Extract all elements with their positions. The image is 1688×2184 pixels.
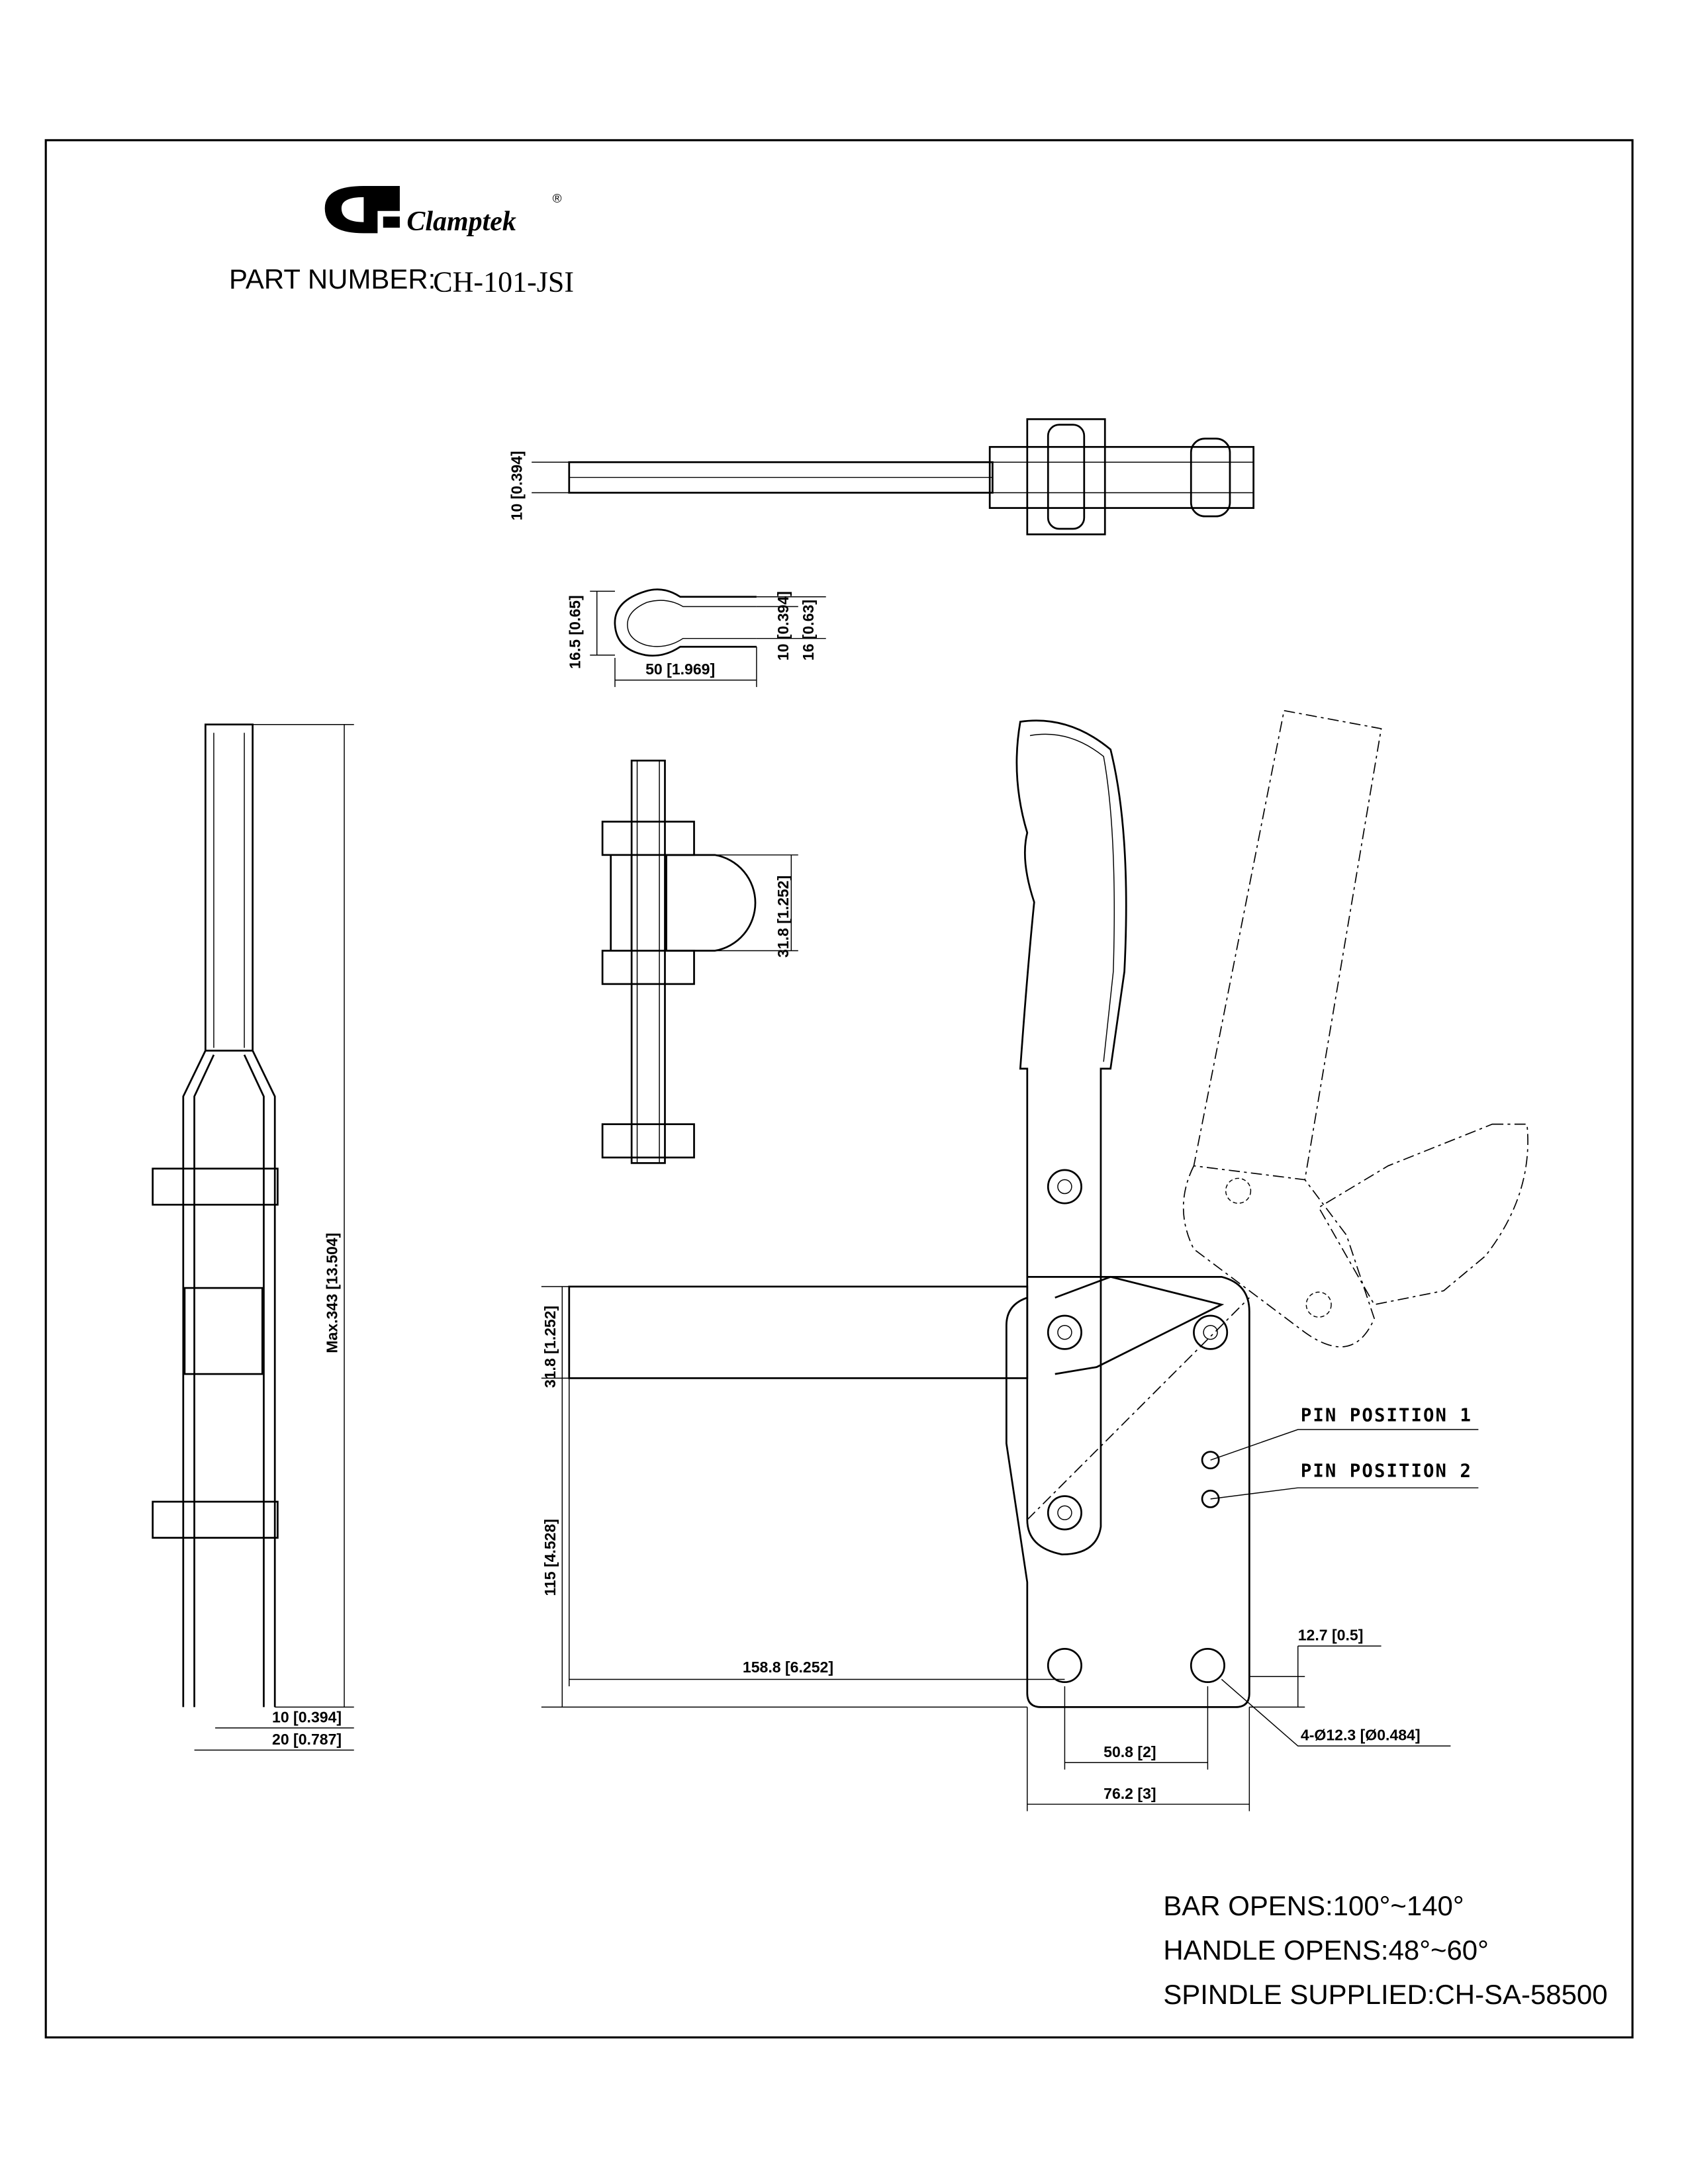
side-max-length-dim: Max.343 [13.504] <box>324 1233 341 1353</box>
note-handle-opens: HANDLE OPENS:48°~60° <box>1163 1934 1489 1966</box>
side-view: Max.343 [13.504] 10 [0.394] 20 [0.787] <box>152 723 354 1751</box>
sheet-border <box>44 139 1634 2039</box>
main-12-dim: 12.7 [0.5] <box>1298 1627 1364 1644</box>
note-bar-opens: BAR OPENS:100°~140° <box>1163 1890 1464 1921</box>
washer-slot-dim: 10 [0.394] <box>774 591 792 660</box>
washer-width-dim: 16 [0.63] <box>800 600 817 660</box>
main-115-dim: 115 [4.528] <box>541 1519 559 1596</box>
note-spindle-supplied: SPINDLE SUPPLIED:CH-SA-58500 <box>1163 1979 1607 2010</box>
brand-name: Clamptek <box>406 206 516 237</box>
side-20-dim: 20 [0.787] <box>272 1731 342 1748</box>
clamptek-logo: Clamptek ® <box>324 186 562 237</box>
part-number-value: CH-101-JSI <box>433 265 574 298</box>
top-view: 10 [0.394] <box>508 418 1254 535</box>
washer-detail: 16.5 [0.65] 10 [0.394] 16 [0.63] 50 [1.9… <box>567 588 826 688</box>
main-bar-height-dim: 31.8 [1.252] <box>541 1306 559 1388</box>
main-76-dim: 76.2 [3] <box>1103 1785 1156 1802</box>
top-view-thickness-dim: 10 [0.394] <box>508 451 525 520</box>
main-view: 31.8 [1.252] 115 [4.528] 158.8 [6.252] 5… <box>541 709 1528 1811</box>
side-10-dim: 10 [0.394] <box>272 1708 342 1725</box>
spindle-height-dim: 31.8 [1.252] <box>774 876 792 958</box>
washer-length-dim: 50 [1.969] <box>645 660 715 678</box>
pin-position-2-label: PIN POSITION 2 <box>1301 1461 1472 1481</box>
main-50-dim: 50.8 [2] <box>1103 1743 1156 1760</box>
logo-g-icon <box>324 186 400 234</box>
pin-position-1-label: PIN POSITION 1 <box>1301 1405 1472 1426</box>
registered-mark: ® <box>553 191 562 205</box>
part-number-label: PART NUMBER: <box>229 263 436 295</box>
spindle-detail: 31.8 [1.252] <box>601 759 798 1164</box>
main-holes-dim: 4-Ø12.3 [Ø0.484] <box>1301 1727 1421 1744</box>
washer-height-dim: 16.5 [0.65] <box>567 595 584 668</box>
main-158-dim: 158.8 [6.252] <box>743 1659 833 1676</box>
